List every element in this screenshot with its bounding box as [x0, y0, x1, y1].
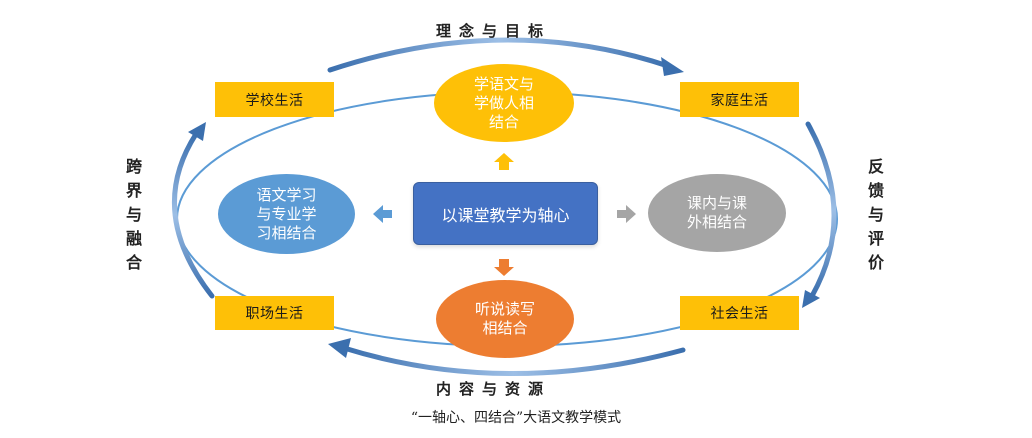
arrow-up	[494, 153, 514, 170]
circle-right: 课内与课 外相结合	[648, 174, 786, 252]
arrow-right	[617, 205, 636, 223]
center-axis-box: 以课堂教学为轴心	[413, 182, 598, 245]
corner-school-life: 学校生活	[215, 82, 334, 117]
label-top: 理念与目标	[436, 22, 552, 40]
label-left: 跨界与融合	[125, 157, 142, 272]
label-bottom: 内容与资源	[436, 380, 552, 398]
circle-bottom: 听说读写 相结合	[436, 280, 574, 358]
right-arc-arrow	[802, 121, 837, 308]
figure-caption: “一轴心、四结合”大语文教学模式	[410, 410, 622, 426]
label-right: 反馈与评价	[867, 157, 884, 272]
arrow-left	[373, 205, 392, 223]
corner-family-life: 家庭生活	[680, 82, 799, 117]
arrow-down	[494, 259, 514, 276]
bottom-arc-arrow	[328, 338, 686, 376]
corner-workplace-life: 职场生活	[215, 296, 334, 330]
circle-top: 学语文与 学做人相 结合	[434, 64, 574, 142]
top-arc-arrow	[327, 37, 684, 76]
left-arc-arrow	[171, 122, 215, 299]
corner-social-life: 社会生活	[680, 296, 799, 330]
circle-left: 语文学习 与专业学 习相结合	[218, 174, 355, 254]
